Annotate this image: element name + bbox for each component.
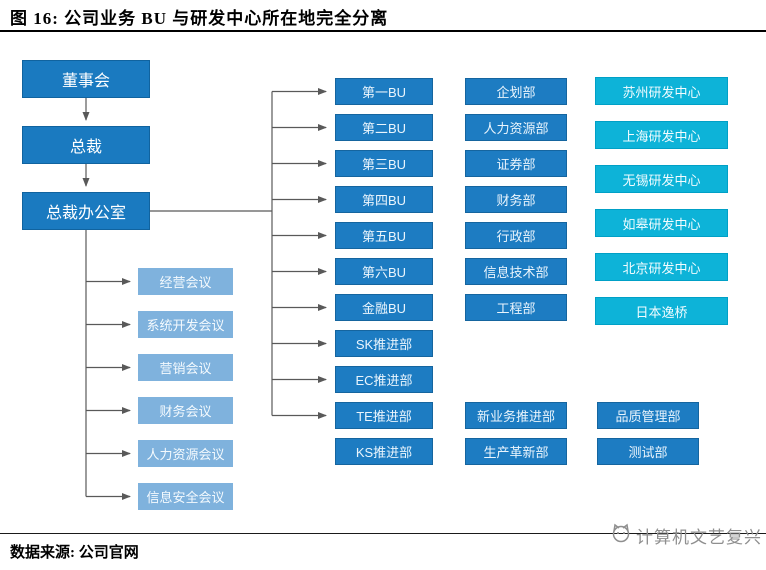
- title-divider: [0, 30, 766, 32]
- departments-column: 企划部人力资源部证券部财务部行政部信息技术部工程部: [465, 78, 567, 321]
- quality-dept-box: 品质管理部: [597, 402, 699, 429]
- bu-box: 第三BU: [335, 150, 433, 177]
- footer-divider: [0, 533, 766, 534]
- rd-centers-column: 苏州研发中心上海研发中心无锡研发中心如皋研发中心北京研发中心日本逸桥: [595, 77, 728, 325]
- rd-center-box: 如皋研发中心: [595, 209, 728, 237]
- watermark-text: 计算机文艺复兴: [636, 528, 762, 547]
- meeting-box: 经营会议: [138, 268, 233, 295]
- bu-box: 第一BU: [335, 78, 433, 105]
- president-box: 总裁: [22, 126, 150, 164]
- quality-dept-box: 测试部: [597, 438, 699, 465]
- meeting-box: 营销会议: [138, 354, 233, 381]
- meeting-box: 财务会议: [138, 397, 233, 424]
- bu-box: 第二BU: [335, 114, 433, 141]
- business-units-column: 第一BU 第二BU 第三BU 第四BU 第五BU 第六BU 金融BU SK推进部 EC推进部 TE…: [335, 78, 433, 465]
- bu-box: 金融BU: [335, 294, 433, 321]
- bu-box: EC推进部: [335, 366, 433, 393]
- bu-box: KS推进部: [335, 438, 433, 465]
- board-box: 董事会: [22, 60, 150, 98]
- department-box: 新业务推进部: [465, 402, 567, 429]
- department-box: 企划部: [465, 78, 567, 105]
- department-box: 行政部: [465, 222, 567, 249]
- department-box: 证券部: [465, 150, 567, 177]
- watermark: 计算机文艺复兴: [610, 522, 762, 549]
- meeting-box: 信息安全会议: [138, 483, 233, 510]
- rd-center-box: 上海研发中心: [595, 121, 728, 149]
- department-box: 工程部: [465, 294, 567, 321]
- bu-box: SK推进部: [335, 330, 433, 357]
- data-source-label: 数据来源: 公司官网: [10, 545, 139, 561]
- bu-box: 第五BU: [335, 222, 433, 249]
- rd-center-box: 北京研发中心: [595, 253, 728, 281]
- meeting-box: 人力资源会议: [138, 440, 233, 467]
- bu-box: 第四BU: [335, 186, 433, 213]
- cat-logo-icon: [610, 522, 632, 549]
- department-box: 人力资源部: [465, 114, 567, 141]
- figure-title: 图 16: 公司业务 BU 与研发中心所在地完全分离: [10, 9, 389, 28]
- president-office-box: 总裁办公室: [22, 192, 150, 230]
- rd-center-box: 苏州研发中心: [595, 77, 728, 105]
- bu-box: TE推进部: [335, 402, 433, 429]
- department-box: 生产革新部: [465, 438, 567, 465]
- meeting-box: 系统开发会议: [138, 311, 233, 338]
- department-box: 信息技术部: [465, 258, 567, 285]
- rd-center-box: 日本逸桥: [595, 297, 728, 325]
- quality-depts-column: 品质管理部测试部: [597, 402, 699, 465]
- executive-column: 董事会 总裁 总裁办公室: [22, 60, 150, 230]
- meetings-column: 经营会议系统开发会议营销会议财务会议人力资源会议信息安全会议: [138, 268, 233, 510]
- department-box: 财务部: [465, 186, 567, 213]
- rd-center-box: 无锡研发中心: [595, 165, 728, 193]
- departments-bottom-column: 新业务推进部生产革新部: [465, 402, 567, 465]
- bu-box: 第六BU: [335, 258, 433, 285]
